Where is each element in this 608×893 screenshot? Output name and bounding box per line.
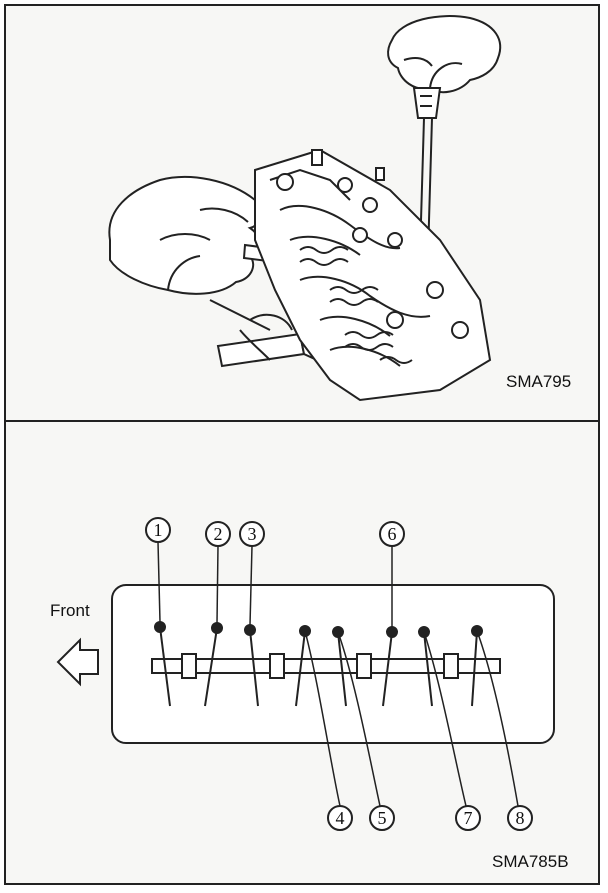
rocker-arms (154, 621, 483, 707)
front-label: Front (50, 601, 90, 620)
label-circle-8 (507, 805, 533, 831)
figure-divider (4, 420, 600, 422)
rocker-label-1: 1 (154, 520, 163, 540)
rocker-label-6: 6 (388, 524, 397, 544)
leader-lines (304, 630, 519, 807)
rocker-label-7: 7 (464, 808, 473, 828)
rocker-arm-7 (418, 626, 433, 707)
rocker-label-2: 2 (214, 524, 223, 544)
figure-code-top: SMA795 (506, 372, 572, 391)
label-circle-4 (327, 805, 353, 831)
rocker-shaft (151, 658, 501, 674)
valve-adjustment-illustration (108, 15, 502, 402)
rocker-label-4: 4 (336, 808, 345, 828)
label-circle-7 (455, 805, 481, 831)
hand-with-screwdriver (387, 15, 502, 269)
rocker-arm-6 (382, 626, 398, 707)
figure-code-bottom: SMA785B (492, 852, 569, 871)
rocker-label-8: 8 (516, 808, 525, 828)
rocker-label-5: 5 (378, 808, 387, 828)
front-arrow-icon (56, 637, 99, 687)
rocker-label-3: 3 (248, 524, 257, 544)
shaft-supports (181, 653, 459, 679)
cylinder-head (209, 148, 492, 402)
label-circle-5 (369, 805, 395, 831)
rocker-arm-3 (244, 624, 259, 707)
